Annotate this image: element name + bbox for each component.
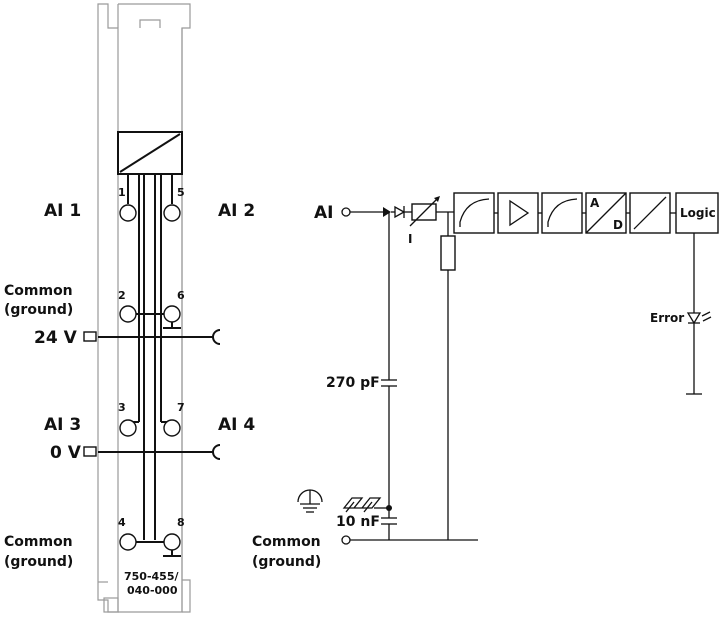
- adc-a: A: [590, 196, 600, 210]
- signal-chain: A D Logic: [453, 192, 719, 234]
- label-ai3: AI 3: [44, 415, 81, 435]
- terminal-3: 3: [118, 401, 126, 414]
- label-common-bottom-2: (ground): [4, 554, 73, 570]
- input-circuit: [297, 196, 478, 545]
- schematic-common-2: (ground): [252, 554, 321, 570]
- label-0v: 0 V: [50, 443, 82, 463]
- logic-label: Logic: [680, 206, 716, 220]
- label-ai2: AI 2: [218, 201, 255, 221]
- terminal-6: 6: [177, 289, 185, 302]
- terminal-7: 7: [177, 401, 185, 414]
- internal-bus: [98, 174, 214, 543]
- label-common-bottom-1: Common: [4, 534, 73, 550]
- terminal-8: 8: [177, 516, 185, 529]
- schematic-common-1: Common: [252, 534, 321, 550]
- dc-dc-converter: [117, 131, 183, 175]
- module-housing: [97, 3, 191, 613]
- label-ai4: AI 4: [218, 415, 255, 435]
- part-number-2: 040-000: [127, 584, 178, 597]
- terminal-1: 1: [118, 186, 126, 199]
- label-common-top-2: (ground): [4, 302, 73, 318]
- terminal-4: 4: [118, 516, 126, 529]
- label-ai1: AI 1: [44, 201, 81, 221]
- schematic-labels: AI I 270 pF 10 nF Common (ground): [252, 203, 412, 570]
- module-labels: AI 1 AI 2 Common (ground) 24 V AI 3 AI 4…: [4, 201, 255, 597]
- adc-d: D: [613, 218, 623, 232]
- terminal-points: [119, 204, 181, 557]
- terminal-numbers: 1 5 2 6 3 7 4 8: [118, 186, 185, 529]
- cap-10n-label: 10 nF: [336, 514, 380, 530]
- error-label: Error: [650, 311, 684, 325]
- error-led: Error: [650, 233, 712, 395]
- label-24v: 24 V: [34, 328, 78, 348]
- terminal-5: 5: [177, 186, 185, 199]
- label-common-top-1: Common: [4, 283, 73, 299]
- power-contacts: [83, 329, 221, 460]
- current-label: I: [408, 232, 412, 246]
- schematic-ai: AI: [314, 203, 333, 223]
- terminal-2: 2: [118, 289, 126, 302]
- cap-270-label: 270 pF: [326, 375, 380, 391]
- part-number-1: 750-455/: [124, 570, 179, 583]
